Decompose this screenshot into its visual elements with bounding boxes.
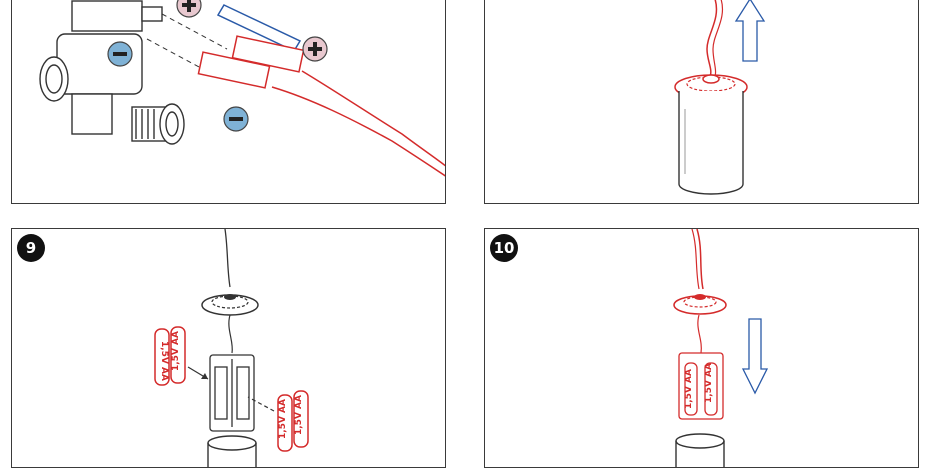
valve-coil [71,0,143,32]
battery-holder [209,354,255,432]
aa-battery [154,328,170,386]
battery-pair-right: 1,5V AA 1,5V AA [277,390,309,452]
battery-pair-left: 1,5V AA 1,5V AA [154,326,186,386]
negative-connector [197,51,271,89]
battery-insert-illustration: 1,5V AA 1,5V AA 1,5V AA 1,5V AA [154,229,309,467]
panel-open-battery-case [484,0,919,204]
minus-terminal-icon [223,106,249,132]
battery-label: 1,5V AA [278,399,288,439]
battery-label: 1,5V AA [684,369,694,409]
plus-terminal-icon [176,0,202,18]
aa-battery [684,362,698,416]
battery-case-illustration [674,0,766,195]
step-number-badge: 9 [17,234,45,262]
cylinder-body [207,435,257,451]
cylinder-body [678,91,744,195]
aa-battery [704,362,718,416]
battery-close-illustration: 1,5V AA 1,5V AA [673,229,769,467]
battery-label: 1,5V AA [171,331,181,371]
battery-label: 1,5V AA [159,341,169,381]
insert-arrow-icon [741,318,769,395]
red-wire [301,70,445,167]
cylinder-body [675,433,725,449]
red-wire [706,0,718,78]
battery-label: 1,5V AA [704,363,714,403]
minus-terminal-icon [107,41,133,67]
valve-housing [56,33,143,95]
valve-connection-illustration [39,0,445,177]
aa-battery [293,390,309,448]
valve-stem [71,93,113,135]
red-wire [696,229,704,290]
panel-insert-batteries: 9 1,5V AA 1,5V AA 1,5V AA [11,228,446,468]
battery-label: 1,5V AA [294,395,304,435]
aa-battery [170,326,186,384]
battery-holder [678,352,724,420]
step-number-badge: 10 [490,234,518,262]
remove-arrow-icon [734,0,766,62]
aa-battery [277,394,293,452]
plus-terminal-icon [302,36,328,62]
panel-close-battery-case: 10 1,5V AA 1,5V AA [484,228,919,468]
panel-connect-valve [11,0,446,204]
